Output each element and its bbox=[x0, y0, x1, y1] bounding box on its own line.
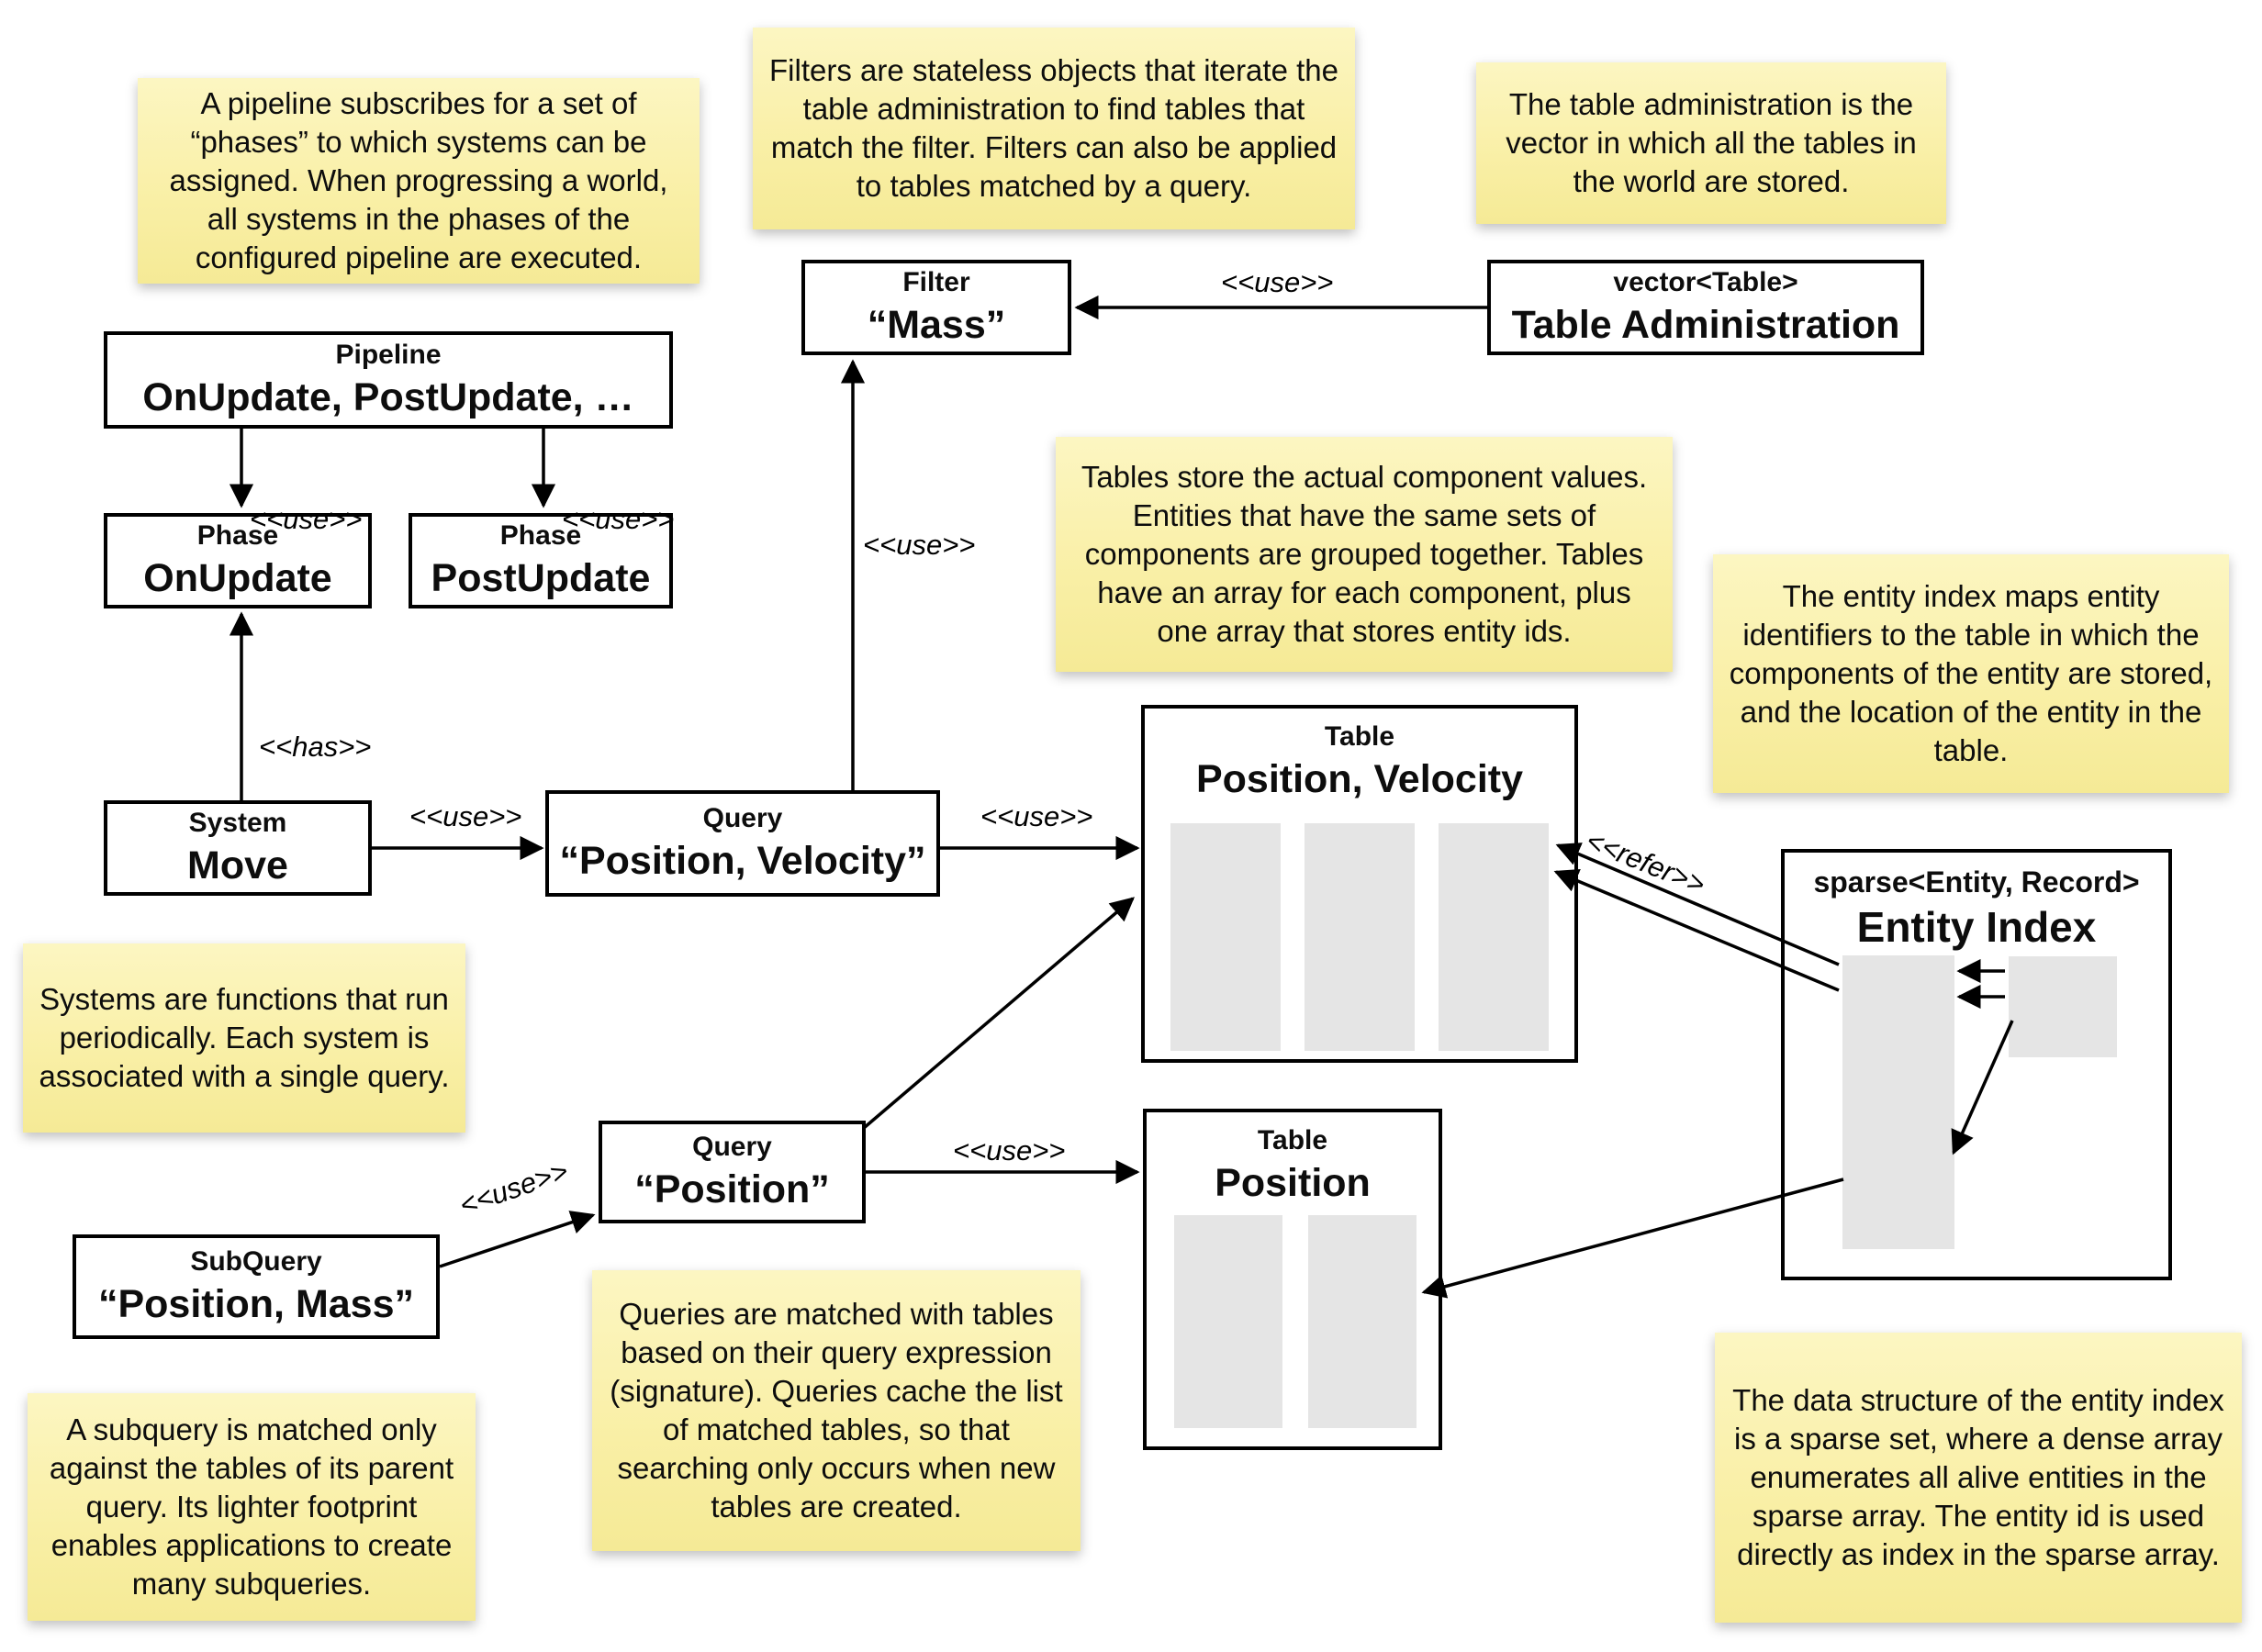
system-move-box-value: Move bbox=[187, 843, 288, 887]
phase-onupdate-box: Phase OnUpdate bbox=[104, 513, 372, 608]
table-position-box-title: Table bbox=[1257, 1125, 1328, 1155]
query-position-box-value: “Position” bbox=[634, 1166, 830, 1211]
label-use-admin-filter: <<use>> bbox=[1221, 266, 1334, 298]
entity-index-box-title: sparse<Entity, Record> bbox=[1813, 865, 2140, 899]
phase-onupdate-box-value: OnUpdate bbox=[143, 555, 332, 600]
note-entity-index: The entity index maps entity identifiers… bbox=[1713, 554, 2229, 793]
label-use-query-tablepv: <<use>> bbox=[980, 800, 1093, 832]
note-sparse-set: The data structure of the entity index i… bbox=[1715, 1333, 2242, 1623]
component-array-column bbox=[1305, 823, 1415, 1051]
label-use-pipeline-postupdate: <<use>> bbox=[562, 503, 675, 535]
note-filters: Filters are stateless objects that itera… bbox=[753, 28, 1355, 229]
table-administration-box-value: Table Administration bbox=[1511, 302, 1900, 347]
entity-index-box-value: Entity Index bbox=[1856, 902, 2097, 951]
label-use-pipeline-onupdate: <<use>> bbox=[250, 503, 363, 535]
subquery-box-value: “Position, Mass” bbox=[97, 1281, 415, 1326]
note-subquery: A subquery is matched only against the t… bbox=[28, 1393, 476, 1621]
table-position-velocity-box-title: Table bbox=[1324, 721, 1395, 752]
note-pipeline: A pipeline subscribes for a set of “phas… bbox=[138, 78, 700, 284]
table-position-box: Table Position bbox=[1143, 1109, 1442, 1450]
note-table-administration: The table administration is the vector i… bbox=[1476, 62, 1946, 224]
query-position-velocity-box-title: Query bbox=[702, 803, 783, 834]
note-tables: Tables store the actual component values… bbox=[1056, 437, 1673, 672]
pipeline-box-value: OnUpdate, PostUpdate, … bbox=[142, 374, 634, 419]
dense-array-block bbox=[2009, 956, 2117, 1057]
table-administration-box-title: vector<Table> bbox=[1613, 267, 1798, 298]
query-position-velocity-box: Query “Position, Velocity” bbox=[545, 790, 940, 897]
label-use-system-query: <<use>> bbox=[409, 800, 522, 832]
phase-onupdate-box-title: Phase bbox=[196, 520, 279, 552]
component-array-column bbox=[1170, 823, 1281, 1051]
note-queries: Queries are matched with tables based on… bbox=[592, 1270, 1081, 1551]
label-refer-entityindex-tablepv: <<refer>> bbox=[1581, 824, 1710, 901]
subquery-box: SubQuery “Position, Mass” bbox=[73, 1234, 440, 1339]
table-position-velocity-box: Table Position, Velocity bbox=[1141, 705, 1578, 1063]
pipeline-box-title: Pipeline bbox=[335, 340, 442, 371]
label-has-system-phase: <<has>> bbox=[259, 731, 372, 763]
system-move-box-title: System bbox=[188, 808, 287, 839]
note-systems: Systems are functions that run periodica… bbox=[23, 943, 465, 1133]
query-position-box: Query “Position” bbox=[599, 1121, 866, 1223]
component-array-column bbox=[1174, 1215, 1282, 1428]
filter-mass-box: Filter “Mass” bbox=[801, 260, 1071, 355]
filter-mass-box-title: Filter bbox=[902, 267, 970, 298]
arrow-subquery-to-querypos bbox=[439, 1211, 596, 1268]
label-use-querypos-tablepos: <<use>> bbox=[953, 1134, 1066, 1166]
label-use-subquery-query: <<use>> bbox=[455, 1155, 573, 1222]
label-use-query-filter: <<use>> bbox=[863, 529, 976, 561]
phase-postupdate-box-title: Phase bbox=[499, 520, 582, 552]
system-move-box: System Move bbox=[104, 800, 372, 896]
query-position-box-title: Query bbox=[692, 1132, 772, 1163]
table-position-velocity-box-value: Position, Velocity bbox=[1195, 756, 1524, 801]
phase-postupdate-box-value: PostUpdate bbox=[431, 555, 651, 600]
component-array-column bbox=[1308, 1215, 1417, 1428]
filter-mass-box-value: “Mass” bbox=[867, 302, 1006, 347]
phase-postupdate-box: Phase PostUpdate bbox=[409, 513, 673, 608]
table-position-box-value: Position bbox=[1215, 1160, 1371, 1205]
component-array-column bbox=[1439, 823, 1549, 1051]
sparse-array-column bbox=[1842, 955, 1954, 1249]
arrow-querypos-to-tablepv bbox=[862, 897, 1135, 1130]
entity-index-box: sparse<Entity, Record> Entity Index bbox=[1781, 849, 2172, 1280]
pipeline-box: Pipeline OnUpdate, PostUpdate, … bbox=[104, 331, 673, 429]
table-administration-box: vector<Table> Table Administration bbox=[1487, 260, 1924, 355]
subquery-box-title: SubQuery bbox=[190, 1246, 322, 1278]
query-position-velocity-box-value: “Position, Velocity” bbox=[559, 838, 926, 883]
